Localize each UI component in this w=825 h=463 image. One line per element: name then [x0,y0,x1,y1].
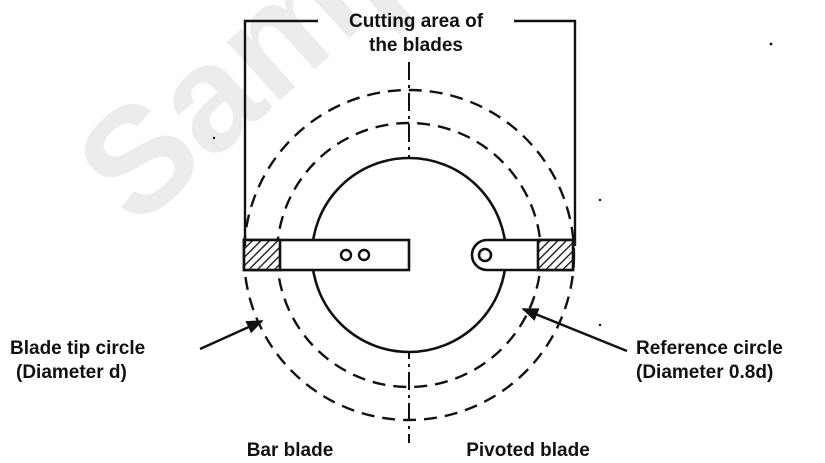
bar-blade-bolt-hole-2 [357,248,371,262]
bar-blade-bolt-hole-1 [339,248,353,262]
cutting-area-label-line2: the blades [369,35,463,56]
cutting-area-bracket-left [243,19,318,246]
reference-leader-arrow [521,307,628,353]
bar-blade-cutting-area [242,238,282,272]
bar-blade-label: Bar blade [247,440,334,461]
cutting-area-label-line1: Cutting area of [349,11,484,32]
pivoted-blade-label: Pivoted blade [466,440,590,461]
cutting-area-bracket-right [514,19,577,246]
pivoted-blade-cutting-area [536,238,575,272]
pivoted-blade-pivot-hole [477,247,493,263]
blade-tip-label-line2: (Diameter d) [16,362,127,383]
blade-tip-label-line1: Blade tip circle [10,338,145,359]
scan-speck [212,136,216,140]
reference-label-line1: Reference circle [636,338,783,359]
scan-speck [598,198,602,202]
blade-tip-leader-arrow [199,319,264,351]
scan-speck [598,323,602,327]
scan-speck [769,42,773,46]
reference-label-line2: (Diameter 0.8d) [636,362,773,383]
